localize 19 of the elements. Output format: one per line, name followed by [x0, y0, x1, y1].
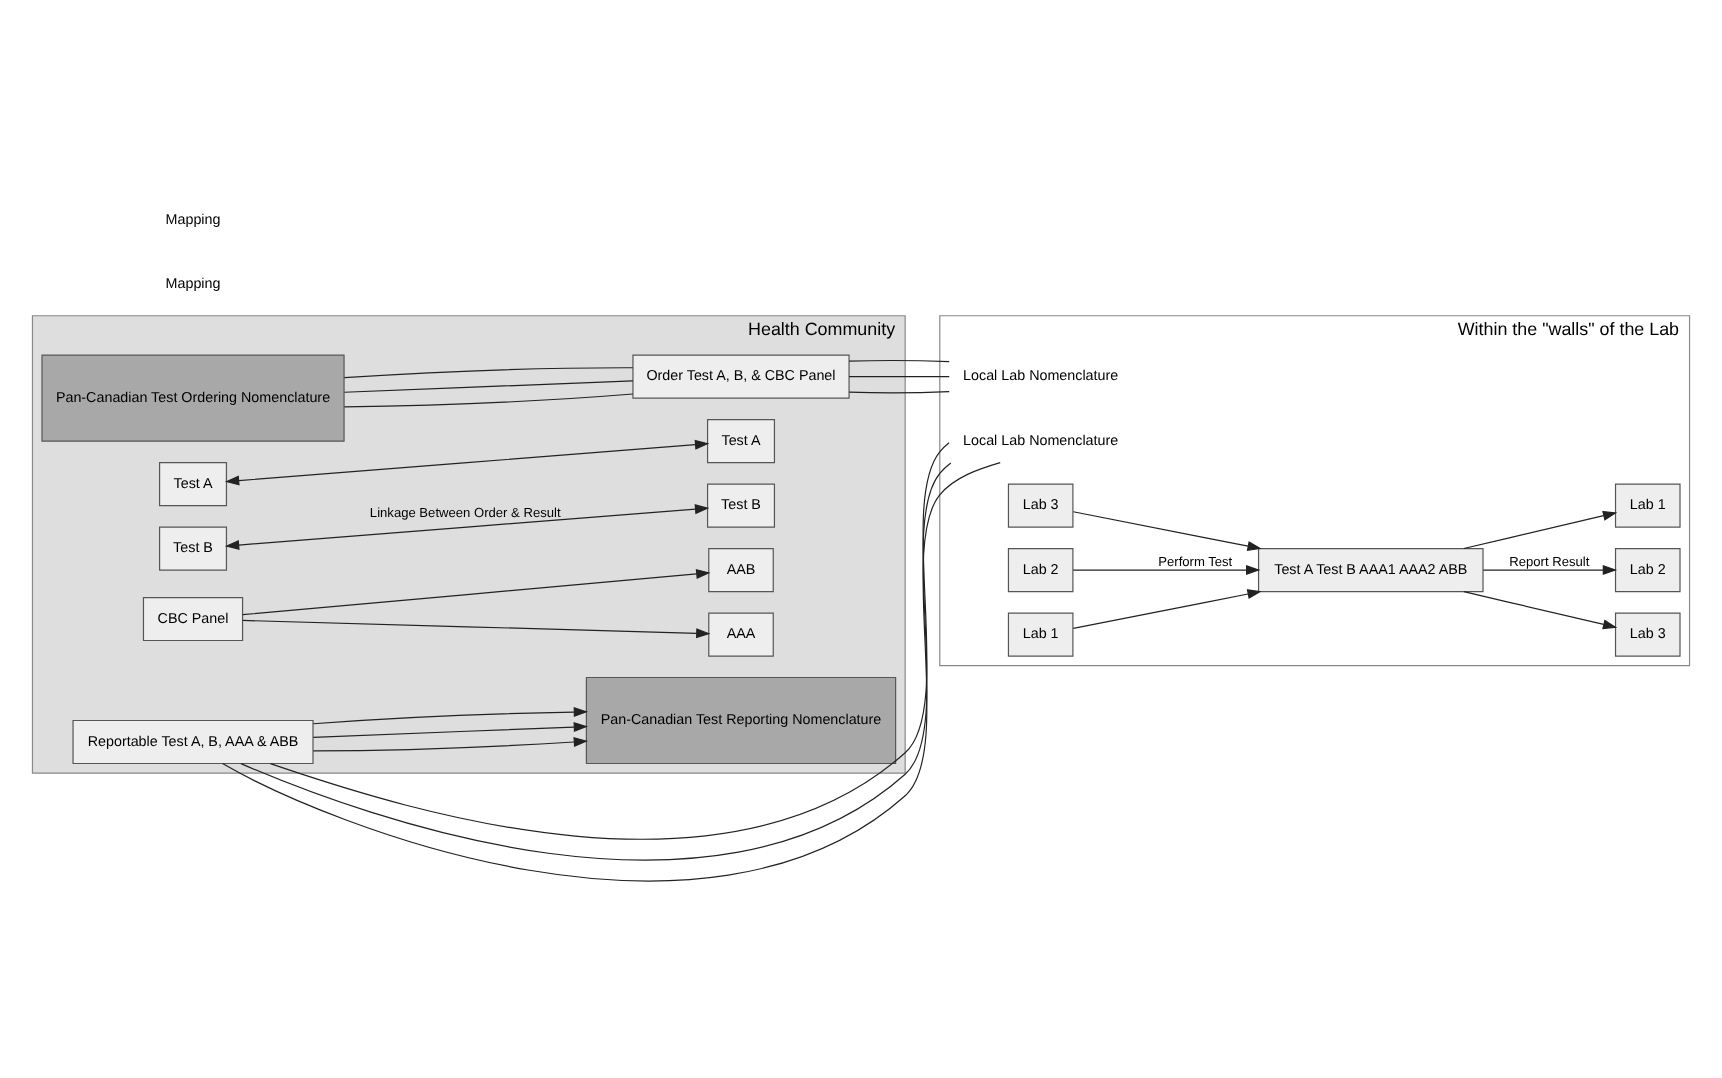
connector — [848, 358, 950, 362]
arrow — [1072, 588, 1262, 628]
arrow — [224, 438, 710, 485]
arrow — [1072, 510, 1262, 551]
arrow — [1463, 509, 1618, 549]
arrow — [242, 568, 711, 615]
arrow — [312, 736, 589, 751]
arrow — [1463, 590, 1618, 629]
connector — [343, 379, 634, 392]
arrow — [224, 503, 710, 550]
connector — [343, 366, 634, 378]
connector — [848, 390, 950, 393]
arrow — [312, 706, 589, 724]
arrow — [242, 618, 711, 638]
connector — [848, 375, 950, 377]
connector — [343, 392, 634, 407]
arrow — [1072, 564, 1261, 575]
arrow — [1482, 564, 1618, 575]
arrow — [312, 721, 589, 737]
